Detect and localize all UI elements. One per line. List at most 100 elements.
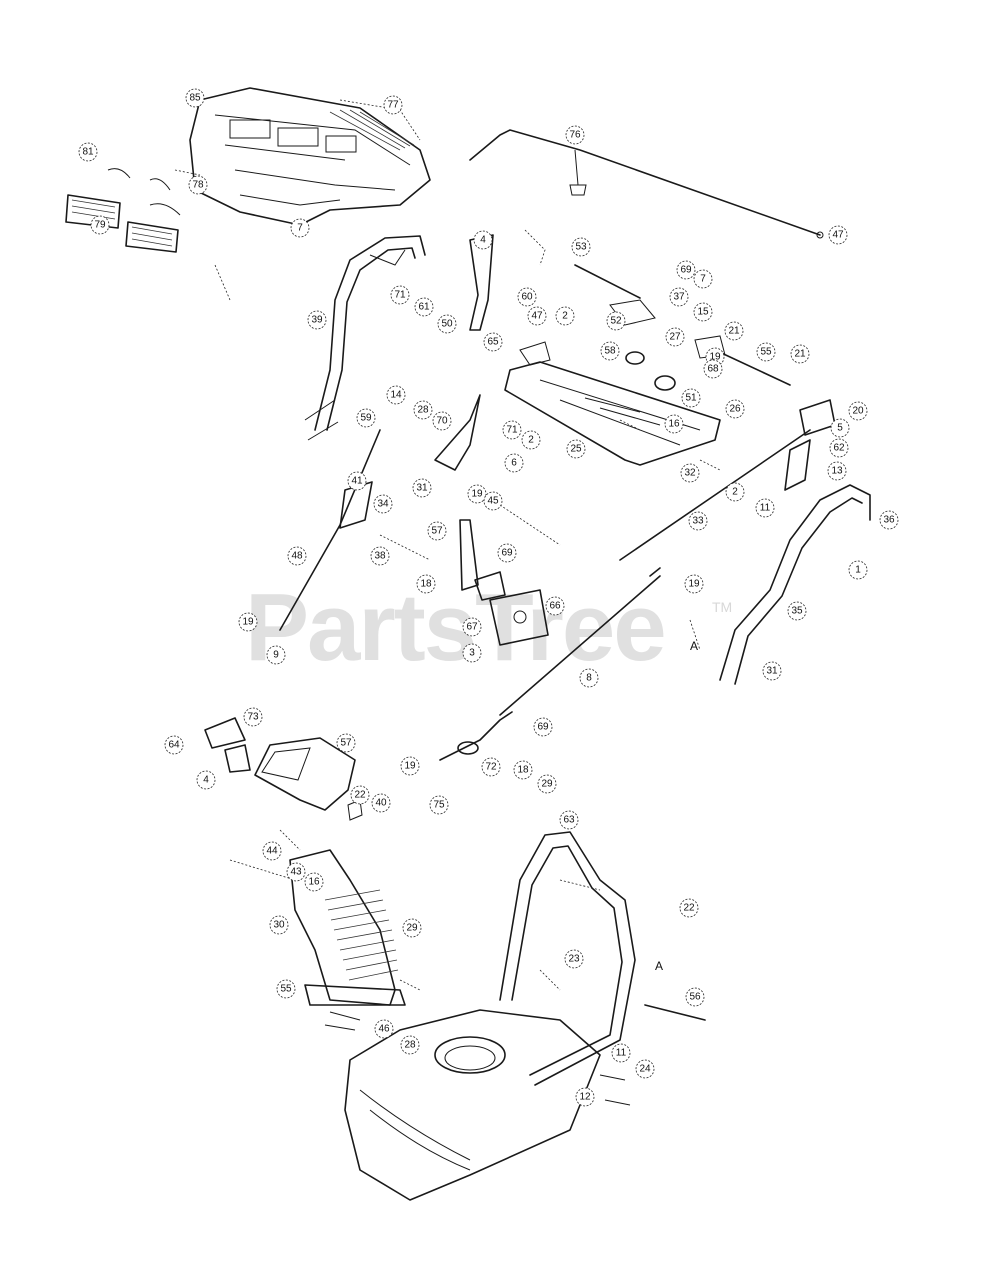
callout-circle <box>600 341 620 361</box>
callout-circle <box>370 546 390 566</box>
callout-16: 16 <box>664 414 684 434</box>
callout-number: 67 <box>466 622 478 633</box>
callout-40: 40 <box>371 793 391 813</box>
callout-51: 51 <box>681 388 701 408</box>
callout-number: 19 <box>471 489 483 500</box>
callout-2: 2 <box>725 482 745 502</box>
callout-number: 28 <box>417 405 429 416</box>
callout-circle <box>693 302 713 322</box>
ref-letter-a-upper: A <box>690 639 698 653</box>
callout-circle <box>276 979 296 999</box>
callout-18: 18 <box>513 760 533 780</box>
callout-circle <box>762 661 782 681</box>
callout-number: 43 <box>290 867 302 878</box>
callout-circle <box>286 862 306 882</box>
callout-11: 11 <box>755 498 775 518</box>
ref-letter-a-lower: A <box>655 959 663 973</box>
callout-number: 21 <box>794 349 806 360</box>
callout-number: 70 <box>436 416 448 427</box>
rod-53-upper <box>574 264 641 299</box>
callout-number: 60 <box>521 292 533 303</box>
callout-circle <box>504 453 524 473</box>
callout-number: 58 <box>604 346 616 357</box>
callout-circle <box>390 285 410 305</box>
callout-number: 31 <box>416 483 428 494</box>
callout-number: 73 <box>247 712 259 723</box>
callout-circle <box>414 297 434 317</box>
callout-circle <box>437 314 457 334</box>
callout-number: 7 <box>297 223 303 234</box>
callout-22: 22 <box>350 785 370 805</box>
callout-number: 5 <box>837 423 843 434</box>
callout-circle <box>481 757 501 777</box>
callout-circle <box>402 918 422 938</box>
callout-47: 47 <box>828 225 848 245</box>
callout-circle <box>521 430 541 450</box>
callout-14: 14 <box>386 385 406 405</box>
callout-number: 22 <box>683 903 695 914</box>
callout-66: 66 <box>545 596 565 616</box>
callout-number: 40 <box>375 798 387 809</box>
callout-35: 35 <box>787 601 807 621</box>
callout-44: 44 <box>262 841 282 861</box>
callout-circle <box>787 601 807 621</box>
callout-circle <box>90 215 110 235</box>
callout-1: 1 <box>848 560 868 580</box>
callout-number: 8 <box>586 673 592 684</box>
auger-housing <box>344 1009 601 1201</box>
right-upper-handle <box>719 484 871 681</box>
callout-circle <box>269 915 289 935</box>
callout-19: 19 <box>684 574 704 594</box>
callout-number: 25 <box>570 444 582 455</box>
callout-circle <box>497 543 517 563</box>
callout-circle <box>527 306 547 326</box>
callout-circle <box>429 795 449 815</box>
rod-68-lower <box>714 349 791 386</box>
callout-circle <box>571 237 591 257</box>
callout-circle <box>693 269 713 289</box>
callout-circle <box>559 810 579 830</box>
headlight-left <box>65 194 121 229</box>
callout-55: 55 <box>756 342 776 362</box>
callout-circle <box>307 310 327 330</box>
callout-circle <box>483 332 503 352</box>
callout-19: 19 <box>238 612 258 632</box>
callout-number: 69 <box>680 265 692 276</box>
callout-31: 31 <box>762 661 782 681</box>
callout-number: 23 <box>568 954 580 965</box>
callout-number: 71 <box>506 425 518 436</box>
bracket-57-lower <box>224 744 251 773</box>
callout-72: 72 <box>481 757 501 777</box>
callout-2: 2 <box>555 306 575 326</box>
callout-number: 45 <box>487 496 499 507</box>
callout-number: 47 <box>832 230 844 241</box>
lower-bolts <box>599 1074 631 1106</box>
callout-number: 77 <box>387 100 399 111</box>
callout-46: 46 <box>374 1019 394 1039</box>
callout-circle <box>238 612 258 632</box>
callout-number: 41 <box>351 476 363 487</box>
callout-circle <box>185 88 205 108</box>
callout-number: 16 <box>668 419 680 430</box>
bracket-9 <box>204 717 246 749</box>
callout-circle <box>790 344 810 364</box>
callout-circle <box>537 774 557 794</box>
callout-61: 61 <box>414 297 434 317</box>
callout-41: 41 <box>347 471 367 491</box>
callout-64: 64 <box>164 735 184 755</box>
callout-number: 19 <box>404 761 416 772</box>
callout-number: 26 <box>729 404 741 415</box>
callout-number: 21 <box>728 326 740 337</box>
callout-number: 4 <box>203 775 209 786</box>
callout-circle <box>685 987 705 1007</box>
callout-number: 65 <box>487 337 499 348</box>
callout-circle <box>164 735 184 755</box>
callout-81: 81 <box>78 142 98 162</box>
callout-23: 23 <box>564 949 584 969</box>
callout-26: 26 <box>725 399 745 419</box>
callout-59: 59 <box>356 408 376 428</box>
callout-number: 16 <box>308 877 320 888</box>
callout-number: 44 <box>266 846 278 857</box>
callout-circle <box>290 218 310 238</box>
callout-number: 2 <box>528 435 534 446</box>
